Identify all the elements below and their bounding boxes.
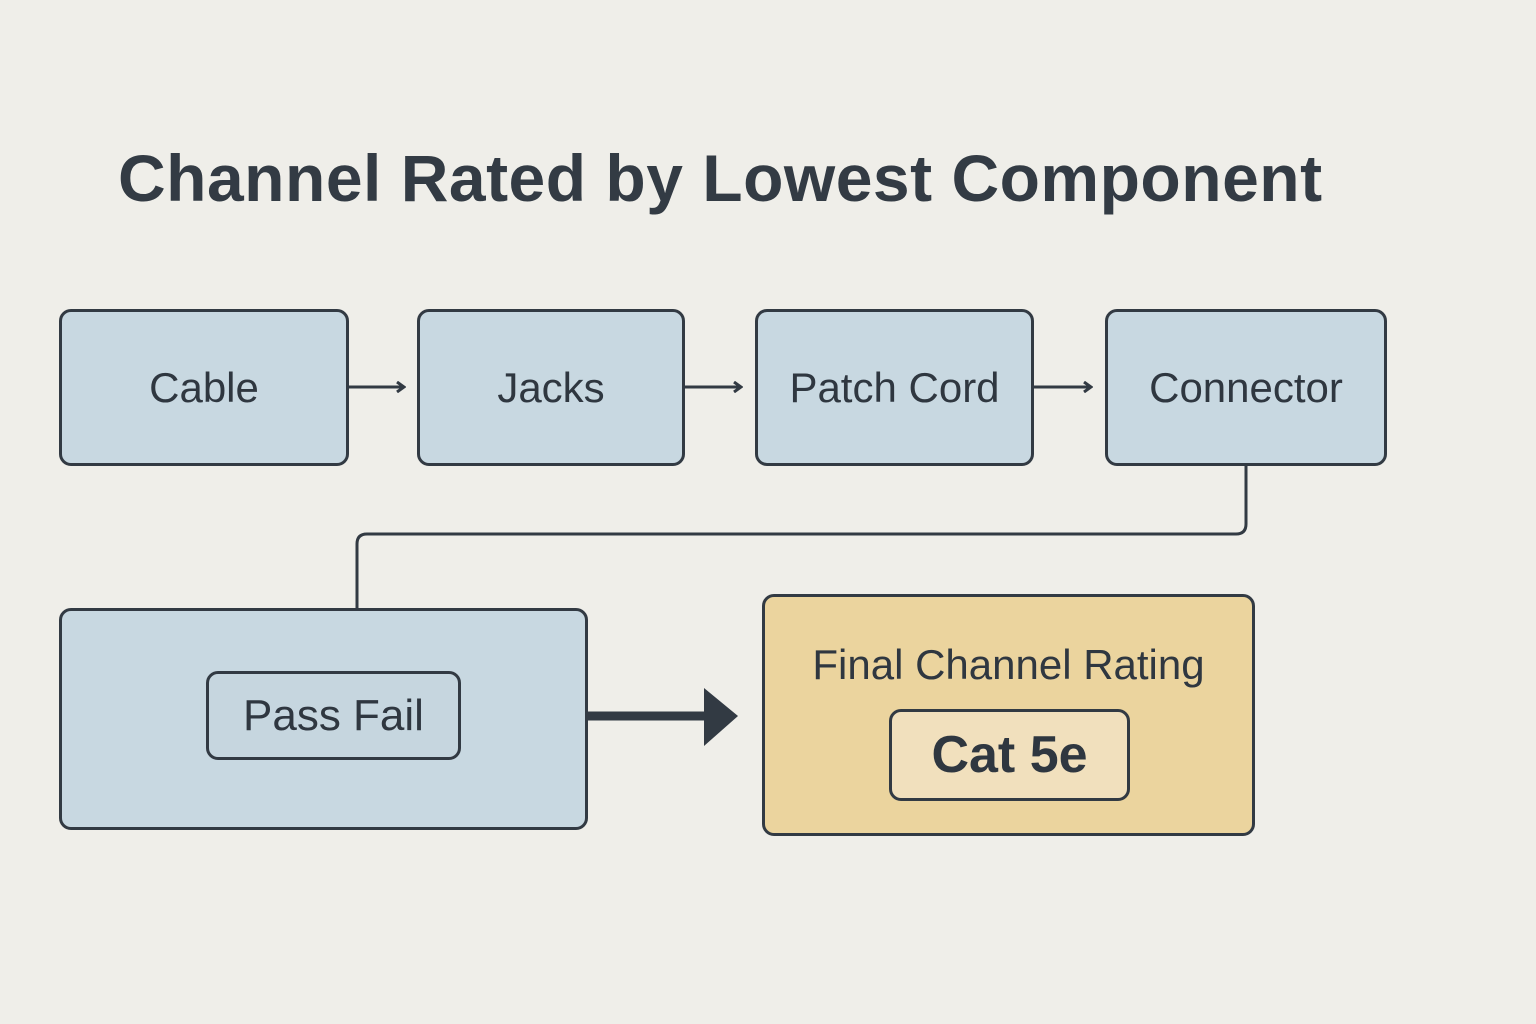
test-box: Pass Fail	[59, 608, 588, 830]
final-rating-box: Final Channel Rating Cat 5e	[762, 594, 1255, 836]
component-label: Patch Cord	[789, 363, 1000, 411]
connector-to-test-line	[355, 465, 1248, 609]
rating-value-badge: Cat 5e	[889, 709, 1130, 801]
component-label: Cable	[149, 363, 259, 411]
final-rating-heading: Final Channel Rating	[812, 641, 1205, 688]
component-patch-cord: Patch Cord	[755, 309, 1034, 466]
component-jacks: Jacks	[417, 309, 685, 466]
component-connector: Connector	[1105, 309, 1387, 466]
page-title: Channel Rated by Lowest Component	[118, 141, 1323, 215]
component-label: Jacks	[497, 363, 605, 411]
component-cable: Cable	[59, 309, 349, 466]
component-label: Connector	[1149, 363, 1343, 411]
pass-fail-label: Pass Fail	[243, 690, 424, 740]
rating-value: Cat 5e	[931, 726, 1088, 784]
pass-fail-badge: Pass Fail	[206, 671, 461, 760]
arrow-test-to-result-head	[704, 688, 738, 746]
